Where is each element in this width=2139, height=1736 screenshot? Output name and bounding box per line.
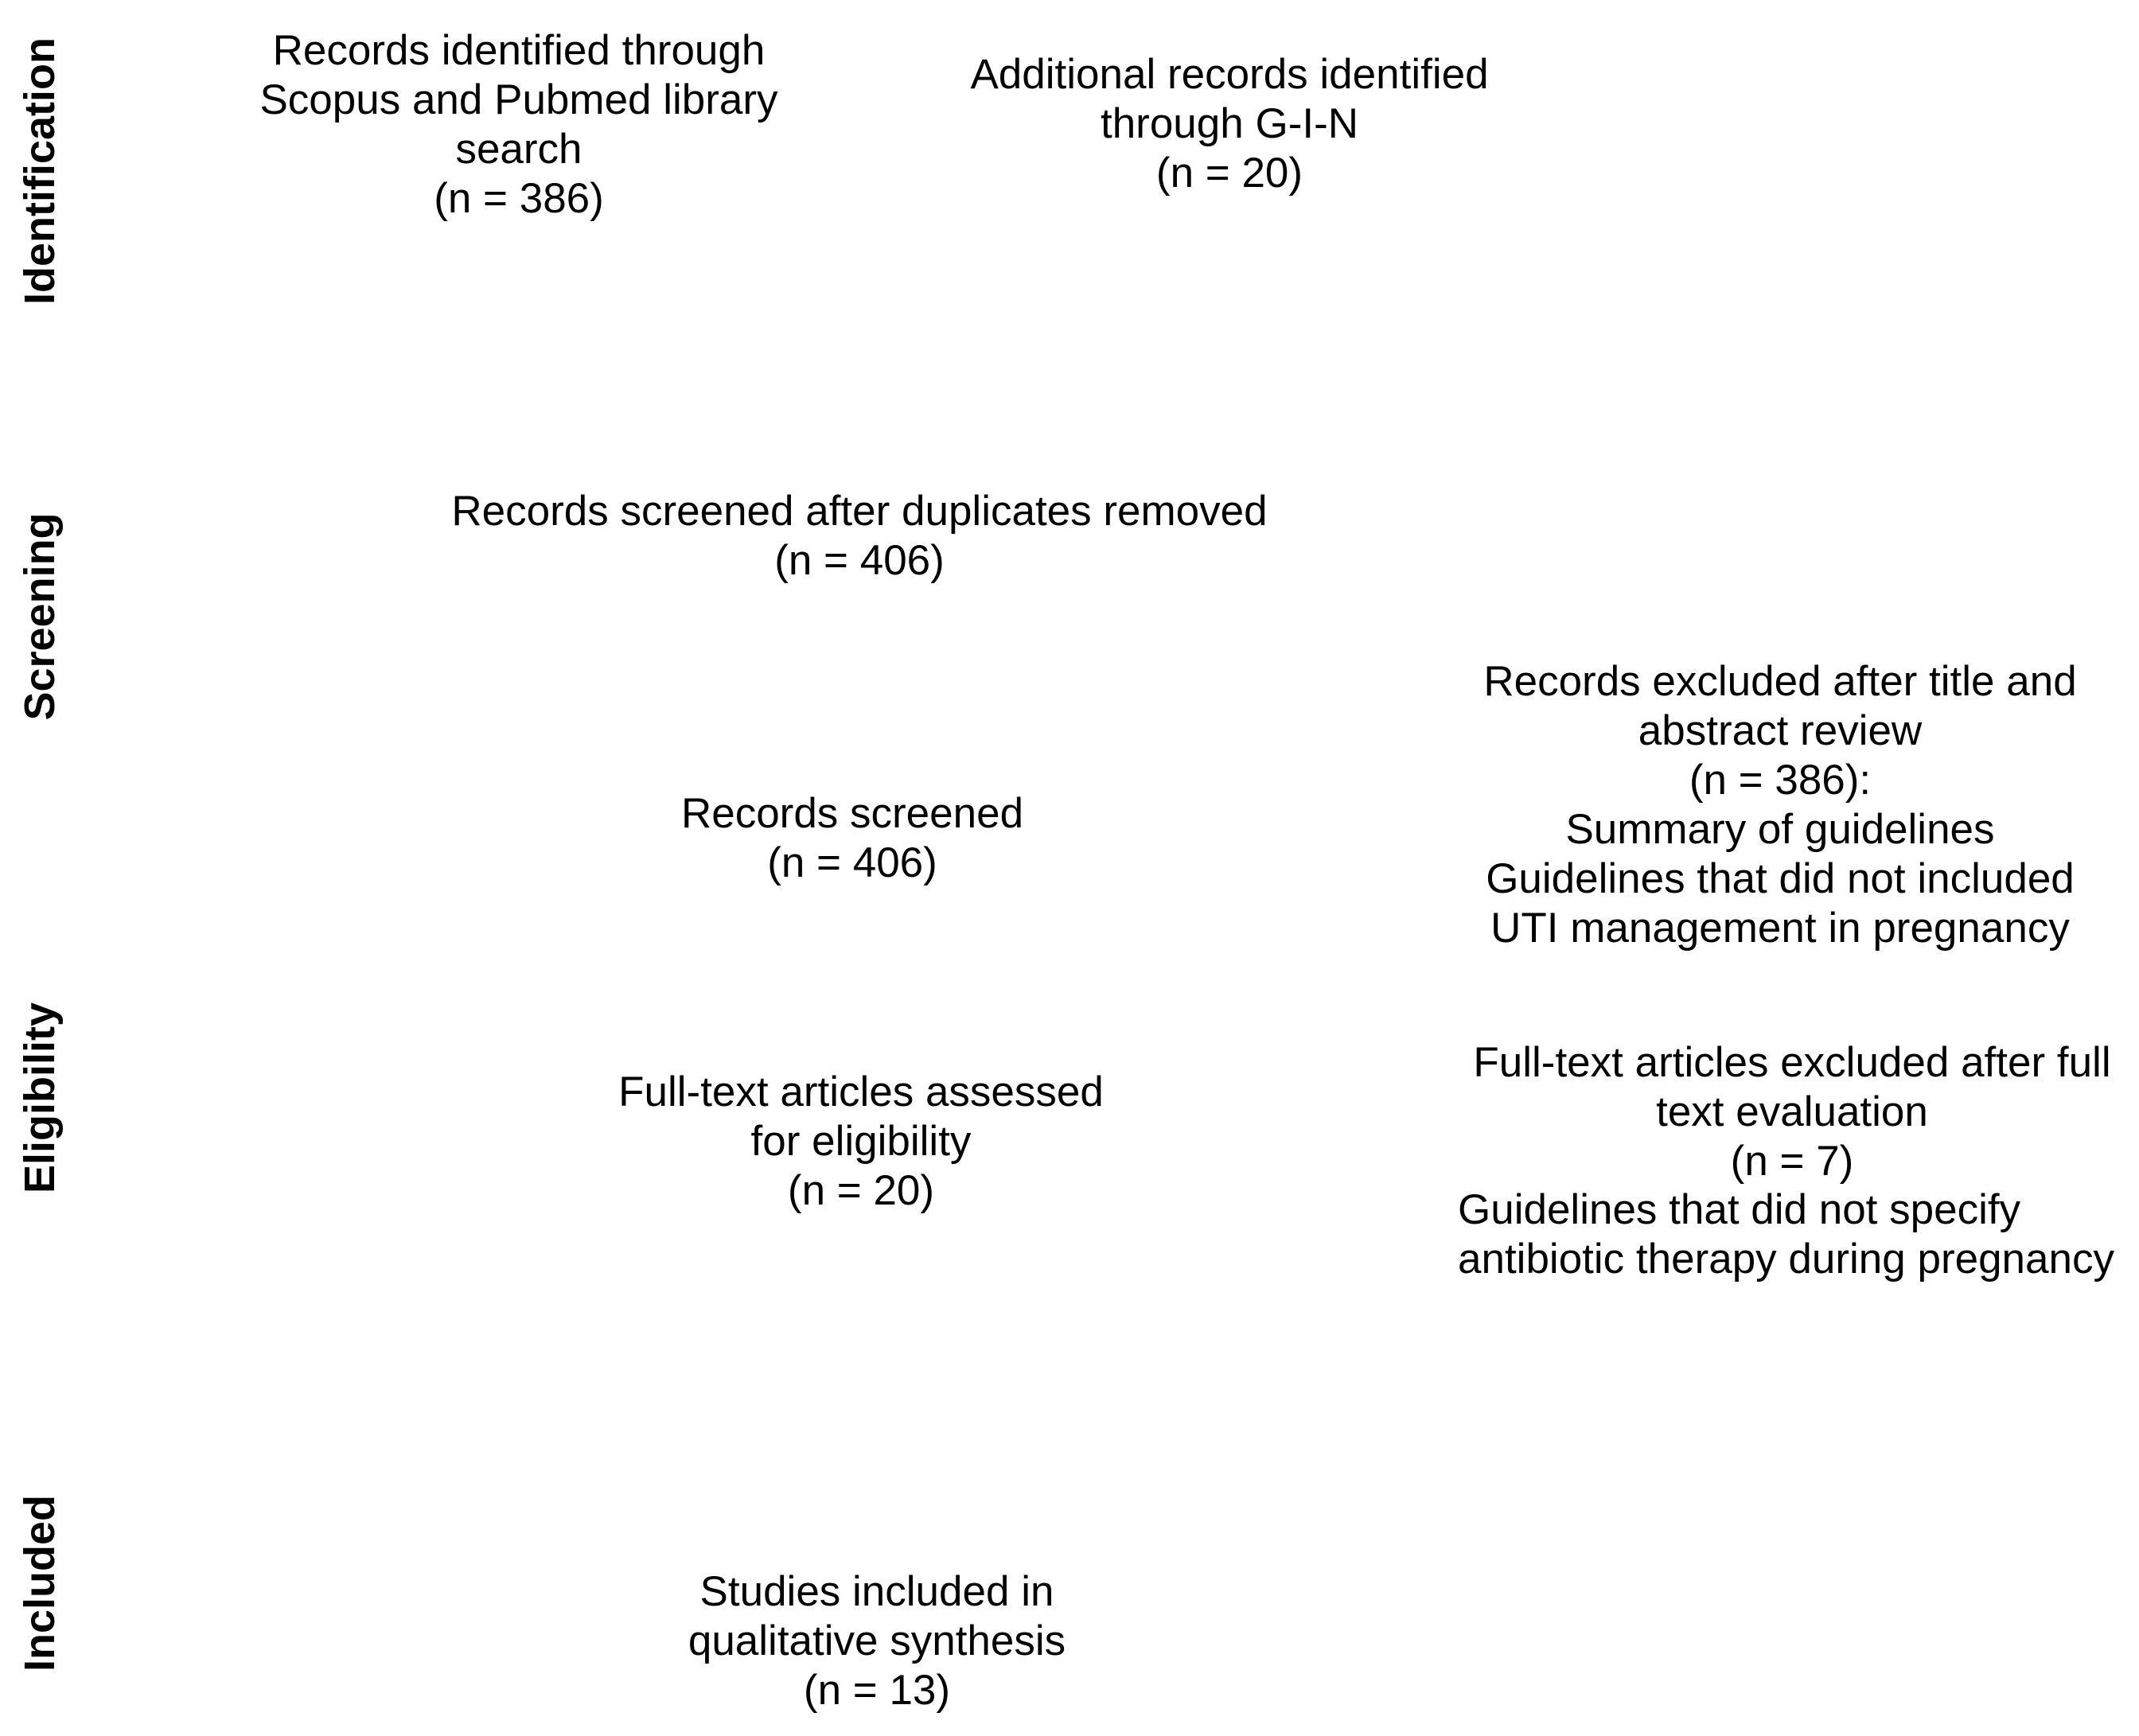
box-text-line: Records screened xyxy=(680,790,1024,837)
box-text-line: (n = 20) xyxy=(1155,150,1303,197)
box-text-line: antibiotic therapy during pregnancy xyxy=(1458,1236,2114,1283)
phase-screening: Screening xyxy=(16,512,64,721)
box-text-line: UTI management in pregnancy xyxy=(1490,905,2070,952)
box-text-line: text evaluation xyxy=(1656,1088,1928,1135)
box-text-line: (n = 13) xyxy=(803,1667,951,1714)
box-fulltext-assessed: Full-text articles assessed for eligibil… xyxy=(618,1068,1104,1216)
box-text-line: Full-text articles excluded after full xyxy=(1473,1039,2111,1086)
box-text-line: Guidelines that did not included xyxy=(1486,855,2075,902)
box-records-screened: Records screened (n = 406) xyxy=(681,789,1023,888)
phase-eligibility: Eligibility xyxy=(16,1002,64,1194)
box-text-line: Full-text articles assessed xyxy=(618,1068,1104,1115)
box-fulltext-excluded: Full-text articles excluded after full t… xyxy=(1473,1038,2110,1186)
box-text-line: (n = 386) xyxy=(434,175,604,222)
box-text-line: for eligibility xyxy=(750,1118,972,1165)
box-text-line: Records screened after duplicates remove… xyxy=(451,488,1268,535)
box-text-line: Additional records identified xyxy=(970,51,1489,98)
box-text-line: through G-I-N xyxy=(1100,100,1358,147)
box-text-line: Records excluded after title and xyxy=(1483,658,2077,705)
box-text-line: qualitative synthesis xyxy=(688,1617,1066,1664)
box-text-line: search xyxy=(455,126,582,173)
box-fulltext-excluded-reasons: Guidelines that did not specify antibiot… xyxy=(1458,1185,2114,1284)
box-text-line: Studies included in xyxy=(699,1568,1054,1615)
box-studies-included: Studies included in qualitative synthesi… xyxy=(688,1567,1066,1715)
phase-identification: Identification xyxy=(16,37,64,305)
box-text-line: (n = 386): xyxy=(1689,757,1872,804)
box-text-line: Scopus and Pubmed library xyxy=(259,76,778,123)
box-records-identified-database: Records identified through Scopus and Pu… xyxy=(259,26,777,224)
box-text-line: (n = 20) xyxy=(787,1167,935,1214)
box-text-line: Guidelines that did not specify xyxy=(1458,1186,2021,1233)
phase-included: Included xyxy=(16,1494,64,1672)
box-text-line: (n = 406) xyxy=(767,839,937,886)
box-text-line: (n = 7) xyxy=(1730,1138,1854,1185)
box-records-identified-additional: Additional records identified through G-… xyxy=(970,50,1488,198)
box-text-line: abstract review xyxy=(1638,707,1923,754)
box-records-excluded-title-abstract: Records excluded after title and abstrac… xyxy=(1483,657,2076,953)
box-text-line: Summary of guidelines xyxy=(1565,806,1995,853)
box-text-line: (n = 406) xyxy=(774,537,945,584)
box-records-after-duplicates: Records screened after duplicates remove… xyxy=(451,487,1267,586)
box-text-line: Records identified through xyxy=(272,27,766,74)
